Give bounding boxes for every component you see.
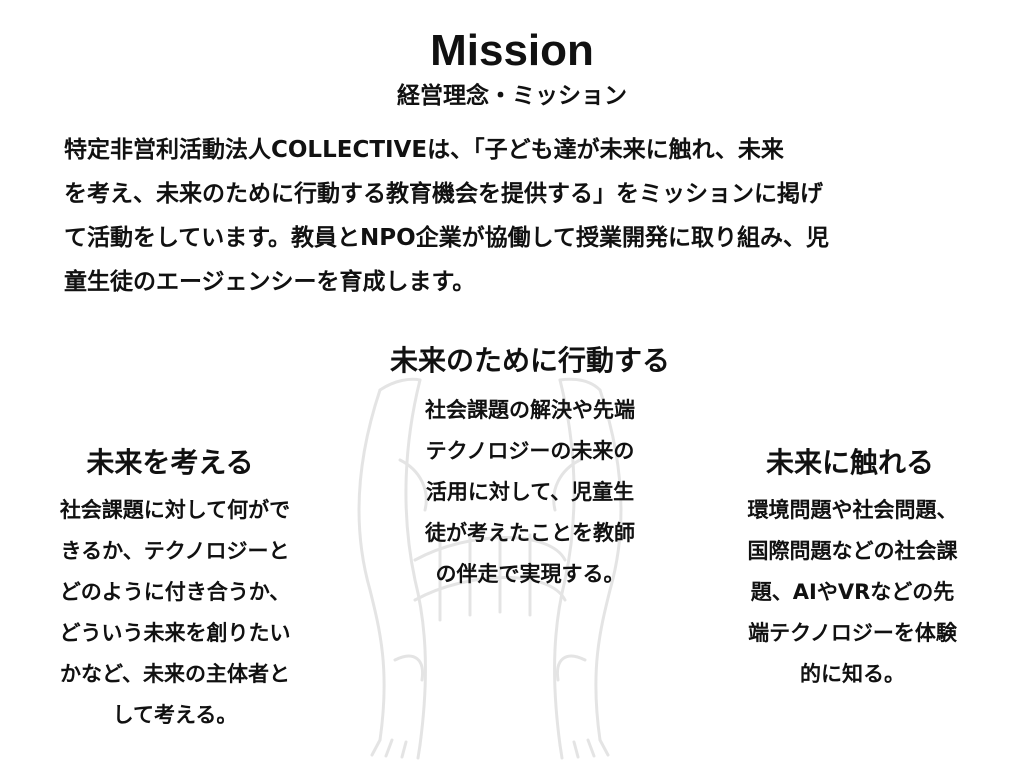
scarf-illustration (357, 377, 623, 760)
right-column-line: 環境問題や社会問題、 (747, 498, 958, 522)
left-column-line: 社会課題に対して何がで (59, 498, 291, 522)
mission-line: て活動をしています。教員とNPO企業が協働して授業開発に取り組み、児 (64, 225, 829, 251)
center-column-line: 徒が考えたことを教師 (425, 521, 635, 545)
right-column-body: 環境問題や社会問題、 国際問題などの社会課 題、AIやVRなどの先 端テクノロジ… (700, 490, 1005, 695)
left-column-body: 社会課題に対して何がで きるか、テクノロジーと どのように付き合うか、 どういう… (20, 490, 330, 736)
center-column-line: 社会課題の解決や先端 (425, 398, 635, 422)
mission-line: 童生徒のエージェンシーを育成します。 (64, 269, 476, 295)
page-title: Mission (430, 26, 594, 75)
page-subtitle: 経営理念・ミッション (397, 83, 627, 109)
left-column-line: きるか、テクノロジーと (60, 539, 290, 563)
mission-statement: 特定非営利活動法人COLLECTIVEは、「子ども達が未来に触れ、未来 を考え、… (64, 128, 964, 304)
center-column-heading: 未来のために行動する (389, 344, 670, 377)
center-column-line: テクノロジーの未来の (425, 439, 635, 463)
mission-line: 特定非営利活動法人COLLECTIVEは、「子ども達が未来に触れ、未来 (64, 137, 784, 163)
left-column-line: かなど、未来の主体者と (60, 662, 290, 686)
center-column-line: 活用に対して、児童生 (425, 480, 635, 504)
right-column-line: 的に知る。 (800, 662, 905, 686)
left-column-heading: 未来を考える (86, 446, 254, 479)
left-column-line: して考える。 (112, 703, 238, 727)
right-column-line: 題、AIやVRなどの先 (750, 580, 955, 604)
right-column-line: 国際問題などの社会課 (747, 539, 958, 563)
right-column-line: 端テクノロジーを体験 (748, 621, 957, 645)
right-column-heading: 未来に触れる (765, 446, 934, 479)
left-column-line: どのように付き合うか、 (59, 580, 291, 604)
mission-line: を考え、未来のために行動する教育機会を提供する」をミッションに掲げ (64, 181, 823, 207)
center-column-line: の伴走で実現する。 (435, 562, 625, 586)
left-column-line: どういう未来を創りたい (59, 621, 291, 645)
center-column-body: 社会課題の解決や先端 テクノロジーの未来の 活用に対して、児童生 徒が考えたこと… (330, 390, 730, 595)
